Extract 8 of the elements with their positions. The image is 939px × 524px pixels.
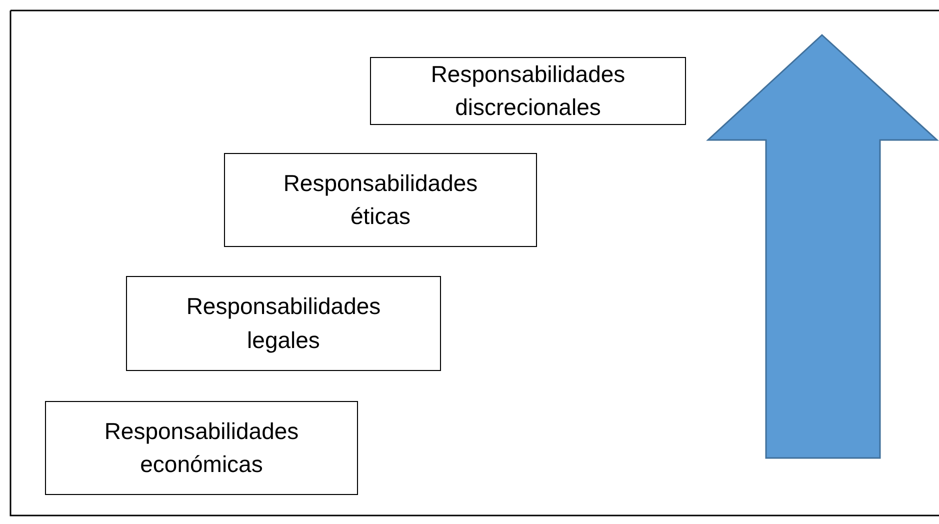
box-label: Responsabilidades económicas [103, 416, 300, 479]
text-box [126, 276, 441, 371]
text-box [45, 401, 358, 495]
box-label: Responsabilidades éticas [282, 168, 479, 231]
box-label: Responsabilidades legales [185, 292, 382, 355]
text-box [370, 57, 686, 125]
text-box [224, 153, 537, 247]
box-label: Responsabilidades discrecionales [430, 60, 626, 122]
